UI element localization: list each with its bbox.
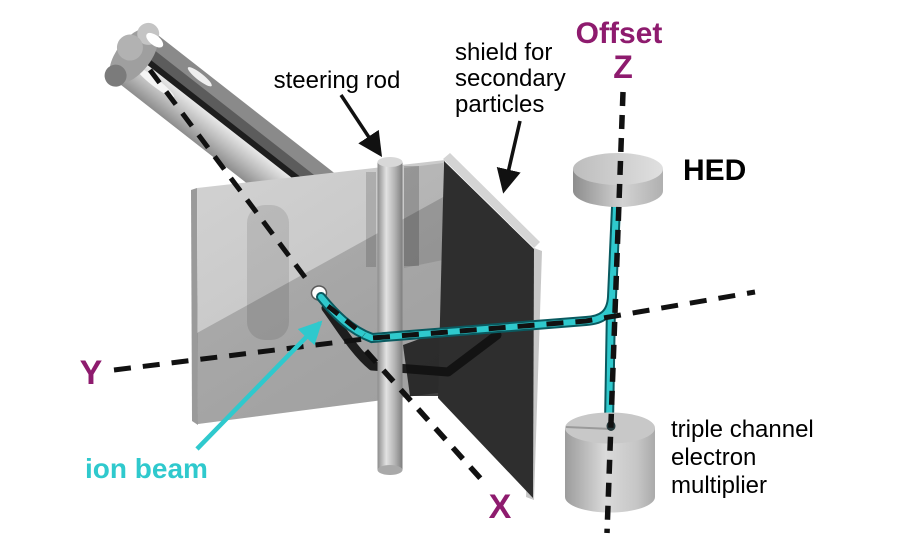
ion-beam-label: ion beam [85,453,208,484]
shield-label-line1: shield for [455,39,552,66]
beam-descent-dashes [326,304,366,337]
gun-axis-dashed-line [147,68,310,282]
gun-end-hub [116,34,143,61]
gun-groove [129,47,333,209]
shield-label: shield for secondary particles [455,39,566,118]
rod-shadow-right [404,166,419,266]
shield-shadow-on-plate [404,163,443,268]
axes [113,68,756,534]
gun-end-gleam [146,32,164,48]
multiplier-label-line1: triple channel [671,416,814,443]
deep-shadow-corner [403,330,444,396]
ion-beam-core-down [606,302,614,427]
rod-top-cap [377,157,403,167]
y-axis-dashed-line [113,289,756,373]
plate-left-edge [191,188,198,425]
multiplier-top-slit [565,426,613,430]
shield-arrow [496,120,522,194]
y-axis-label: Y [80,354,103,392]
gun-end-knob-bottom [104,64,127,87]
steering-rod-label: steering rod [274,67,401,94]
plate-soft-shadow-band [247,205,289,340]
steering-rod [377,157,403,475]
x-axis-label: X [489,488,512,526]
gun-tube-mid [129,38,338,204]
gun-highlight-slot-2 [187,67,212,87]
hed-label: HED [683,154,746,187]
z-axis-label: Z [613,49,633,85]
rod-shadow-left [366,172,376,267]
z-axis-dashed-line [604,91,626,534]
offset-label: Offset [576,17,663,50]
gun-highlight-slot [135,67,174,98]
ion-beam-arrow [195,320,323,451]
shield-label-line2: secondary [455,65,566,92]
rod-body [377,162,403,470]
x-axis-dashed-line [363,349,484,481]
shield-top-edge [443,153,540,248]
multiplier-label: triple channel electron multiplier [671,416,814,499]
multiplier-label-line2: electron [671,444,756,471]
steering-rod-arrow [339,94,383,158]
multiplier-label-line3: multiplier [671,472,767,499]
rod-bottom-cap [377,465,403,475]
shield-label-line3: particles [455,91,544,118]
